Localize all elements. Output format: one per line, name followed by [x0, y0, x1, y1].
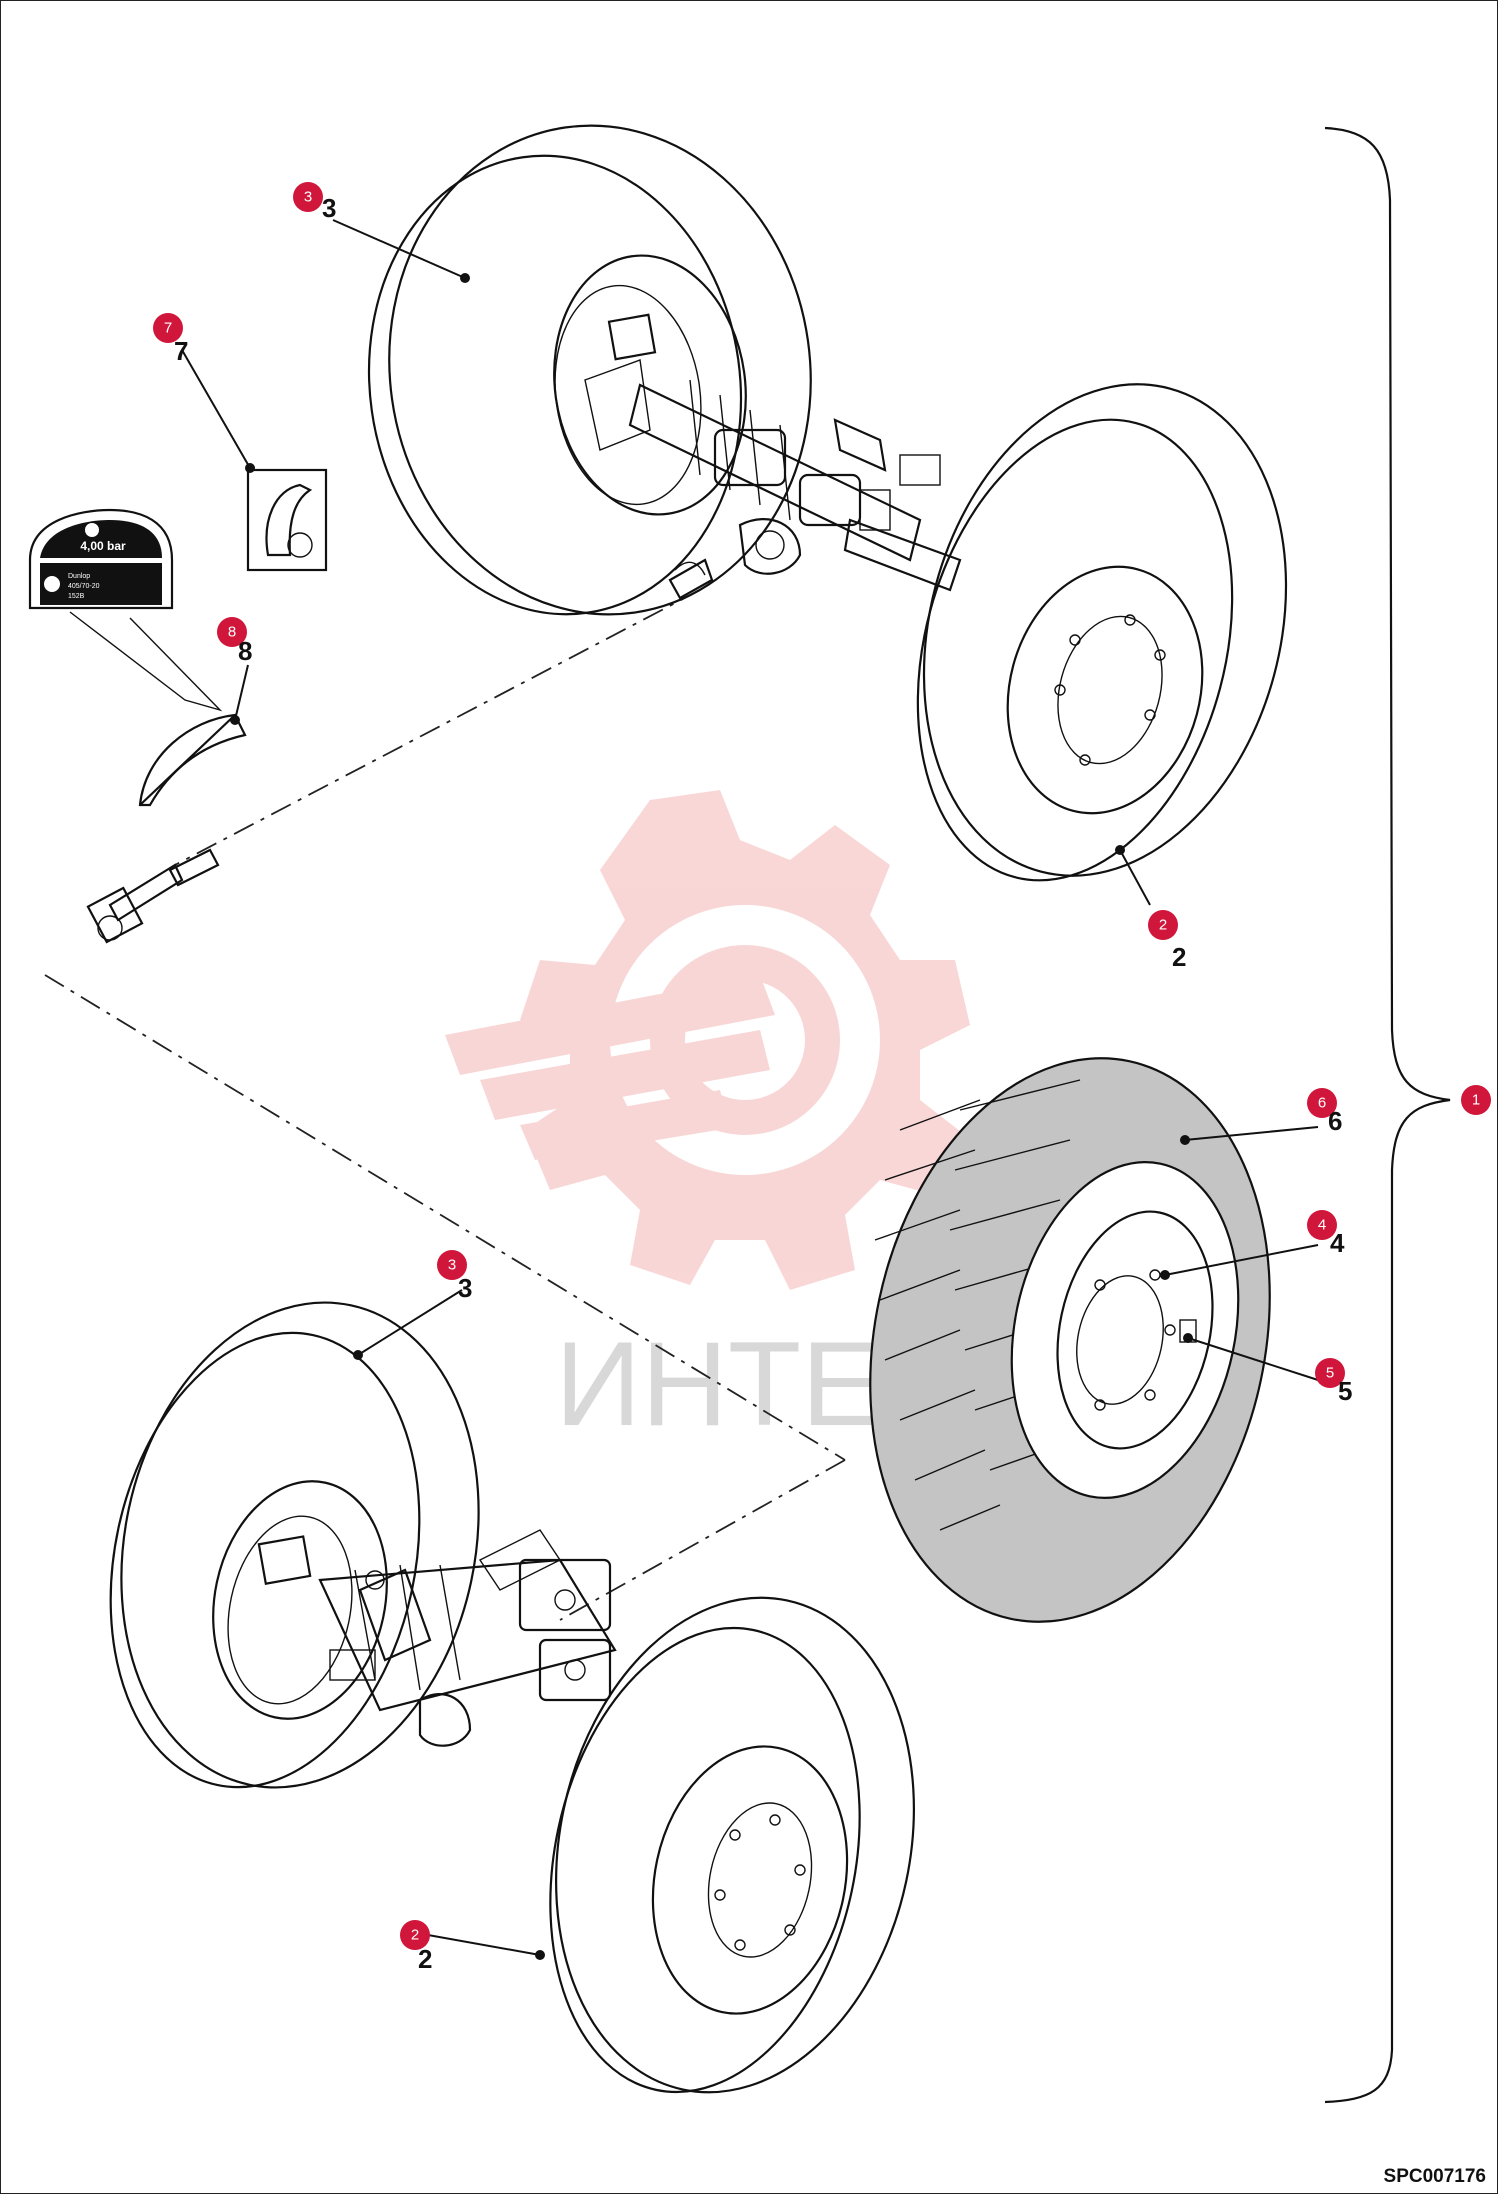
- callout-8[interactable]: 8 8: [217, 617, 252, 666]
- assembly-brace: [1324, 126, 1451, 2104]
- callout-3b[interactable]: 3 3: [437, 1250, 472, 1303]
- tyre-lug-6: [869, 1057, 1271, 1623]
- warning-decal-7: [246, 468, 328, 572]
- tyre-rear-right-upper: [916, 383, 1288, 882]
- svg-text:7: 7: [164, 320, 172, 337]
- drive-shaft: [86, 558, 714, 944]
- decal-line1: Dunlop: [68, 573, 90, 580]
- svg-text:1: 1: [1472, 1092, 1480, 1109]
- svg-text:2: 2: [418, 1944, 432, 1974]
- svg-text:2: 2: [1172, 942, 1186, 972]
- callout-1[interactable]: 1: [1461, 1085, 1491, 1115]
- watermark-gear-logo: [445, 790, 970, 1290]
- svg-text:5: 5: [1338, 1376, 1352, 1406]
- tyre-rear-left-upper: [367, 124, 812, 616]
- svg-text:2: 2: [1159, 917, 1167, 934]
- svg-text:3: 3: [458, 1273, 472, 1303]
- svg-text:8: 8: [228, 624, 236, 641]
- tyre-front-right-lower: [549, 1596, 915, 2094]
- callout-4[interactable]: 4 4: [1307, 1210, 1345, 1258]
- svg-text:8: 8: [238, 636, 252, 666]
- axle-lower: [318, 1529, 617, 1747]
- axle-upper: [628, 379, 962, 592]
- svg-text:3: 3: [322, 193, 336, 223]
- callout-7[interactable]: 7 7: [153, 313, 188, 366]
- svg-text:3: 3: [448, 1257, 456, 1274]
- svg-text:6: 6: [1318, 1095, 1326, 1112]
- svg-text:4: 4: [1318, 1217, 1326, 1234]
- tyre-pressure-decal: 4,00 bar Dunlop 405/70-20 152B: [28, 508, 223, 712]
- svg-text:2: 2: [411, 1927, 419, 1944]
- svg-text:6: 6: [1328, 1106, 1342, 1136]
- leader-lines: [181, 219, 1319, 1960]
- callout-3a[interactable]: 3 3: [293, 182, 336, 223]
- driveshaft-centerline-axle: [559, 1459, 846, 1621]
- callout-6[interactable]: 6 6: [1307, 1088, 1342, 1136]
- decal-pressure-text: 4,00 bar: [80, 539, 126, 553]
- tyre-front-left-lower: [109, 1301, 480, 1789]
- svg-text:3: 3: [304, 189, 312, 206]
- svg-text:5: 5: [1326, 1365, 1334, 1382]
- driveshaft-centerline-lower: [44, 974, 846, 1461]
- diagram-code: SPC007176: [1383, 2166, 1486, 2187]
- callout-5[interactable]: 5 5: [1315, 1358, 1352, 1406]
- callout-2a[interactable]: 2 2: [1148, 910, 1186, 972]
- svg-text:4: 4: [1330, 1228, 1345, 1258]
- decal-line3: 152B: [68, 593, 85, 600]
- driveshaft-centerline-upper: [174, 589, 701, 866]
- svg-text:7: 7: [174, 336, 188, 366]
- decal-half-disc-8: [138, 713, 247, 807]
- decal-line2: 405/70-20: [68, 583, 100, 590]
- callout-2b[interactable]: 2 2: [400, 1920, 432, 1974]
